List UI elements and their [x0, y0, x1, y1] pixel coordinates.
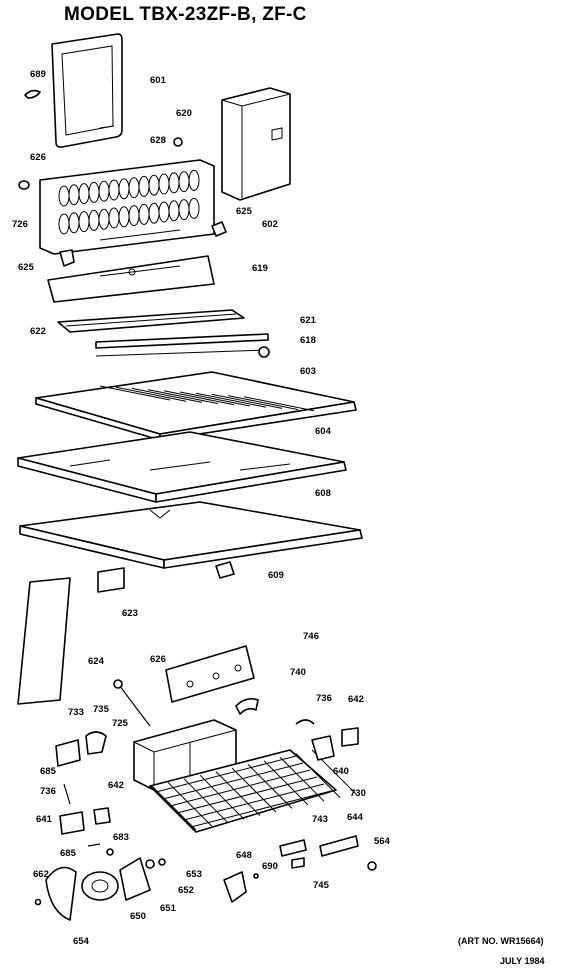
callout-604: 604 [315, 426, 332, 437]
page-title: MODEL TBX-23ZF-B, ZF-C [64, 4, 307, 25]
callout-628: 628 [150, 135, 166, 146]
part-609-knob [215, 561, 235, 579]
part-745-clip [291, 857, 305, 869]
part-625-bracket [211, 221, 227, 237]
callout-653: 653 [186, 869, 202, 880]
callout-736: 736 [40, 786, 56, 797]
part-623-tray [97, 567, 125, 593]
part-642-block-right [341, 727, 359, 747]
part-685-clip [63, 783, 71, 805]
part-624-duct [17, 577, 71, 705]
callout-662: 662 [33, 869, 49, 880]
part-735-overload [85, 731, 107, 755]
part-626-connector [113, 679, 123, 689]
part-618-cap [258, 346, 270, 358]
part-648-cover [223, 871, 247, 903]
part-662-screw [34, 898, 42, 906]
part-726-evaporator [39, 159, 215, 255]
callout-685: 685 [40, 766, 57, 777]
part-622-bar [57, 309, 245, 333]
art-number: (ART NO. WR15664) [458, 936, 544, 946]
callout-603: 603 [300, 366, 316, 377]
callout-735: 735 [93, 704, 110, 715]
part-650-fan-motor [81, 871, 119, 901]
callout-730: 730 [350, 788, 366, 799]
callout-626: 626 [150, 654, 166, 665]
part-603-shelf [35, 371, 357, 441]
callout-642: 642 [348, 694, 364, 705]
part-689-clip [24, 89, 41, 99]
callout-690: 690 [262, 861, 278, 872]
callout-609: 609 [268, 570, 284, 581]
callout-745: 745 [313, 880, 330, 891]
callout-602: 602 [262, 219, 278, 230]
part-644-bracket [319, 835, 359, 857]
callout-625: 625 [236, 206, 253, 217]
callout-652: 652 [178, 885, 194, 896]
part-654-bracket [45, 866, 77, 921]
callout-625: 625 [18, 262, 35, 273]
callout-733: 733 [68, 707, 84, 718]
callout-564: 564 [374, 836, 391, 847]
callout-648: 648 [236, 850, 252, 861]
part-733-relay [55, 739, 81, 767]
part-652-washer [145, 859, 155, 869]
part-604-shelf [17, 431, 347, 503]
callout-746: 746 [303, 631, 319, 642]
part-621-rail [95, 333, 269, 357]
part-653-nut [158, 858, 166, 866]
callout-740: 740 [290, 667, 306, 678]
part-740-clip [235, 698, 259, 715]
part-625-bracket-lower [59, 249, 75, 267]
callout-640: 640 [333, 766, 349, 777]
part-640-bracket [311, 735, 335, 761]
part-619-plate [47, 255, 215, 303]
part-608-pan [19, 501, 363, 569]
part-736-clip [295, 719, 315, 725]
callout-labels: 689 601 620 628 626 625 602 726 625 619 622 621 618 6… [12, 69, 391, 947]
callout-618: 618 [300, 335, 316, 346]
callout-683: 683 [113, 832, 129, 843]
callout-725: 725 [112, 718, 129, 729]
callout-654: 654 [73, 936, 90, 947]
callout-685: 685 [60, 848, 77, 859]
callout-620: 620 [176, 108, 192, 119]
callout-689: 689 [30, 69, 46, 80]
part-641-bracket [59, 811, 85, 835]
callout-644: 644 [347, 812, 364, 823]
callout-621: 621 [300, 315, 317, 326]
callout-743: 743 [312, 814, 328, 825]
part-626-plug [18, 180, 30, 190]
callout-623: 623 [122, 608, 138, 619]
part-651-fan-blade [119, 857, 151, 901]
part-690-screw [253, 873, 259, 879]
callout-726: 726 [12, 219, 28, 230]
part-746-baffle [165, 645, 255, 703]
part-626-cord [119, 685, 151, 727]
part-730-condenser [149, 749, 357, 833]
callout-608: 608 [315, 488, 331, 499]
callout-622: 622 [30, 326, 46, 337]
callout-601: 601 [150, 75, 167, 86]
date-label: JULY 1984 [500, 956, 545, 966]
callout-651: 651 [160, 903, 177, 914]
part-743-plate [279, 839, 307, 857]
part-564-screw [367, 861, 377, 871]
callout-624: 624 [88, 656, 105, 667]
part-642-block [93, 807, 111, 825]
callout-641: 641 [36, 814, 53, 825]
part-620-grommet [173, 137, 183, 147]
part-602-duct-cover [221, 87, 291, 201]
part-685-screw [87, 843, 101, 847]
part-601-panel [51, 33, 123, 148]
part-683-screw [106, 848, 114, 856]
callout-650: 650 [130, 911, 146, 922]
callout-736: 736 [316, 693, 332, 704]
callout-619: 619 [252, 263, 268, 274]
callout-626: 626 [30, 152, 46, 163]
callout-642: 642 [108, 780, 124, 791]
